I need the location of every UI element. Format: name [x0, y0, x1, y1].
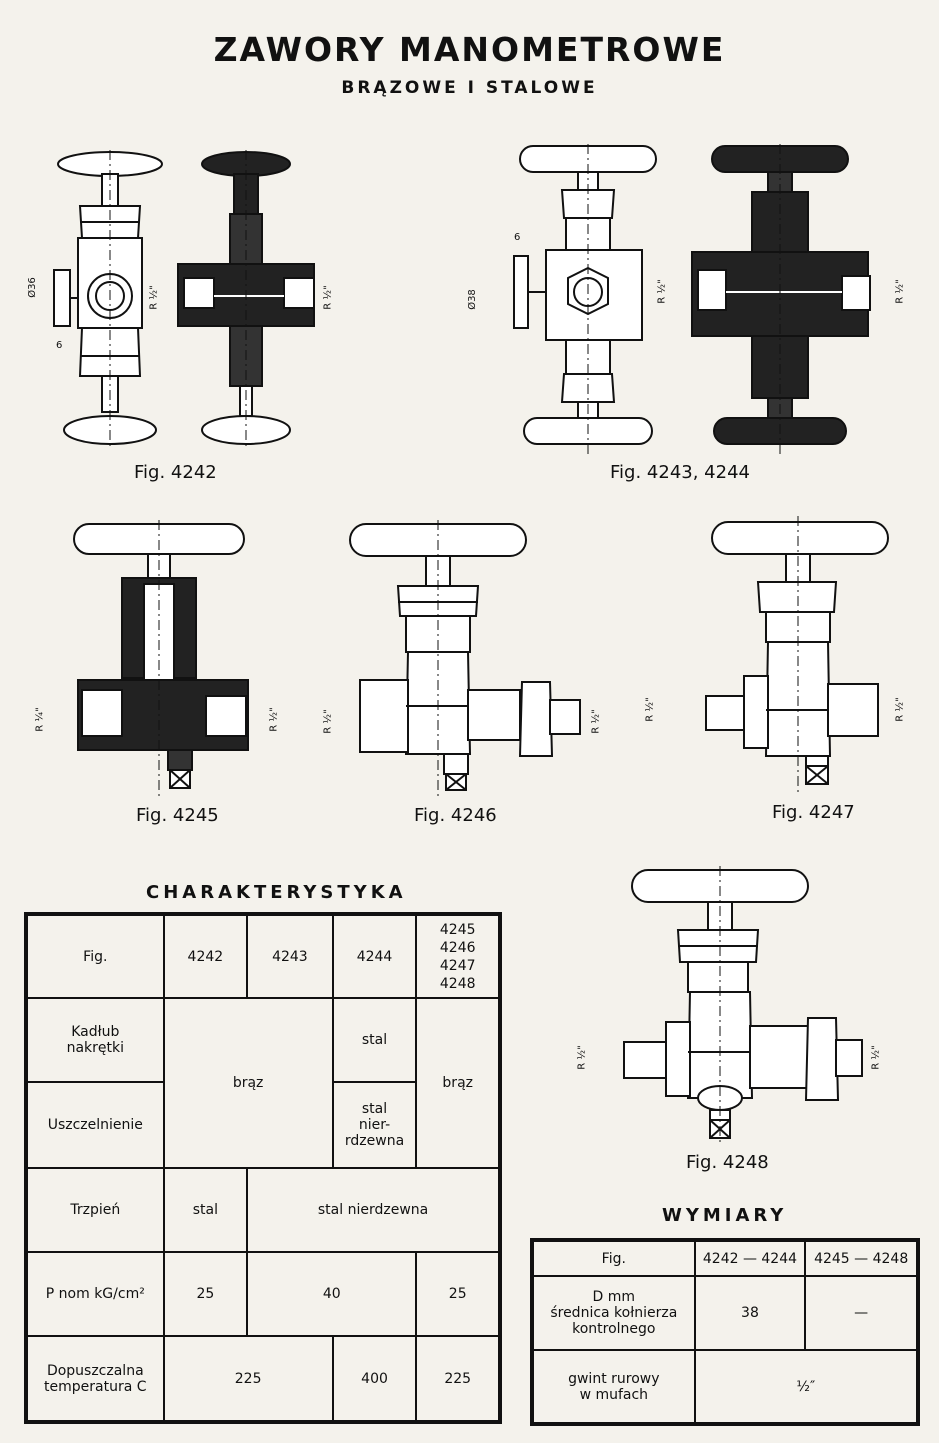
table-row: Dopuszczalna temperatura C 225 400 225 [25, 1335, 501, 1423]
table-cell: 25 [415, 1251, 501, 1337]
table-cell: — [804, 1275, 919, 1351]
dim-r14: R ¼" [34, 707, 46, 732]
table-cell: Fig. [25, 913, 165, 999]
caption-fig-4248: Fig. 4248 [686, 1152, 769, 1173]
table-cell: Uszczelnienie [25, 1081, 165, 1169]
table-row: gwint rurowy w mufach ½″ [531, 1349, 920, 1425]
caption-fig-4246: Fig. 4246 [414, 805, 497, 826]
dim-r12-j: R ½" [576, 1045, 588, 1070]
caption-fig-4245: Fig. 4245 [136, 805, 219, 826]
dim-6: 6 [56, 340, 63, 351]
dim-r12-i: R ½" [894, 697, 906, 722]
dim-r12-k: R ½" [870, 1045, 882, 1070]
caption-fig-4243-4244: Fig. 4243, 4244 [610, 462, 750, 483]
dim-d36: Ø36 [26, 277, 38, 298]
table-cell: stal nierdzewna [246, 1167, 501, 1253]
dim-r12-f: R ½" [322, 709, 334, 734]
caption-fig-4247: Fig. 4247 [772, 802, 855, 823]
table-cell: 4245 — 4248 [804, 1239, 919, 1277]
table-cell: 4242 — 4244 [693, 1239, 807, 1277]
charakterystyka-table: Fig. 4242 4243 4244 4245 4246 4247 4248 … [24, 912, 502, 1424]
table-row: D mm średnica kołnierza kontrolnego 38 — [531, 1275, 919, 1351]
table-cell: D mm średnica kołnierza kontrolnego [531, 1275, 696, 1351]
table-row: Fig. 4242 4243 4244 4245 4246 4247 4248 [25, 913, 501, 999]
drawing-fig-4242 [53, 150, 315, 450]
charakterystyka-title: CHARAKTERYSTYKA [146, 882, 407, 903]
table-cell: P nom kG/cm² [25, 1251, 165, 1337]
page-subtitle: BRĄZOWE I STALOWE [341, 78, 598, 98]
table-cell: Kadłub nakrętki [25, 997, 165, 1083]
table-cell: 4242 [162, 913, 249, 999]
table-cell: stal nier- rdzewna [331, 1081, 418, 1169]
table-cell: 4244 [331, 913, 418, 999]
table-row: Trzpień stal stal nierdzewna [25, 1167, 501, 1253]
table-cell: Trzpień [25, 1167, 165, 1253]
dim-r12-a: R ½" [148, 285, 160, 310]
table-cell: 25 [162, 1251, 249, 1337]
wymiary-table: Fig. 4242 — 4244 4245 — 4248 D mm średni… [530, 1238, 920, 1426]
table-cell: gwint rurowy w mufach [531, 1349, 696, 1425]
table-cell: 4245 4246 4247 4248 [415, 913, 501, 999]
table-row: Kadłub nakrętki brąz stal brąz [25, 997, 501, 1169]
table-row: P nom kG/cm² 25 40 25 [25, 1251, 501, 1337]
table-row: Uszczelnienie stal nier- rdzewna [25, 1081, 500, 1169]
dim-r12-b: R ½" [322, 285, 334, 310]
drawing-fig-4247 [705, 516, 889, 796]
table-cell: brąz [162, 997, 334, 1169]
table-row: Fig. 4242 — 4244 4245 — 4248 [531, 1239, 919, 1277]
table-cell: 40 [246, 1251, 418, 1337]
table-cell: stal [331, 997, 418, 1083]
dim-6b: 6 [514, 232, 521, 243]
dim-r12-d: R ½" [894, 279, 906, 304]
dim-r12-h: R ½" [644, 697, 656, 722]
table-cell: 400 [331, 1335, 418, 1423]
table-cell: Fig. [531, 1239, 696, 1277]
drawing-fig-4246 [349, 520, 581, 800]
table-cell: 225 [415, 1335, 501, 1423]
drawing-fig-4243-4244 [513, 144, 871, 454]
dim-r12-e: R ½" [268, 707, 280, 732]
dim-r12-g: R ½" [590, 709, 602, 734]
wymiary-title: WYMIARY [662, 1205, 788, 1226]
table-cell: 225 [162, 1335, 334, 1423]
table-cell: Dopuszczalna temperatura C [25, 1335, 165, 1423]
table-cell: 38 [693, 1275, 807, 1351]
table-cell: stal [162, 1167, 249, 1253]
dim-d38: Ø38 [466, 289, 478, 310]
caption-fig-4242: Fig. 4242 [134, 462, 217, 483]
table-cell: brąz [415, 997, 501, 1169]
table-cell: 4243 [246, 913, 334, 999]
page-title: ZAWORY MANOMETROWE [213, 30, 726, 69]
drawing-fig-4245 [73, 520, 249, 800]
dim-r12-c: R ½" [656, 279, 668, 304]
table-cell: ½″ [693, 1349, 920, 1425]
drawing-fig-4248 [623, 866, 863, 1146]
